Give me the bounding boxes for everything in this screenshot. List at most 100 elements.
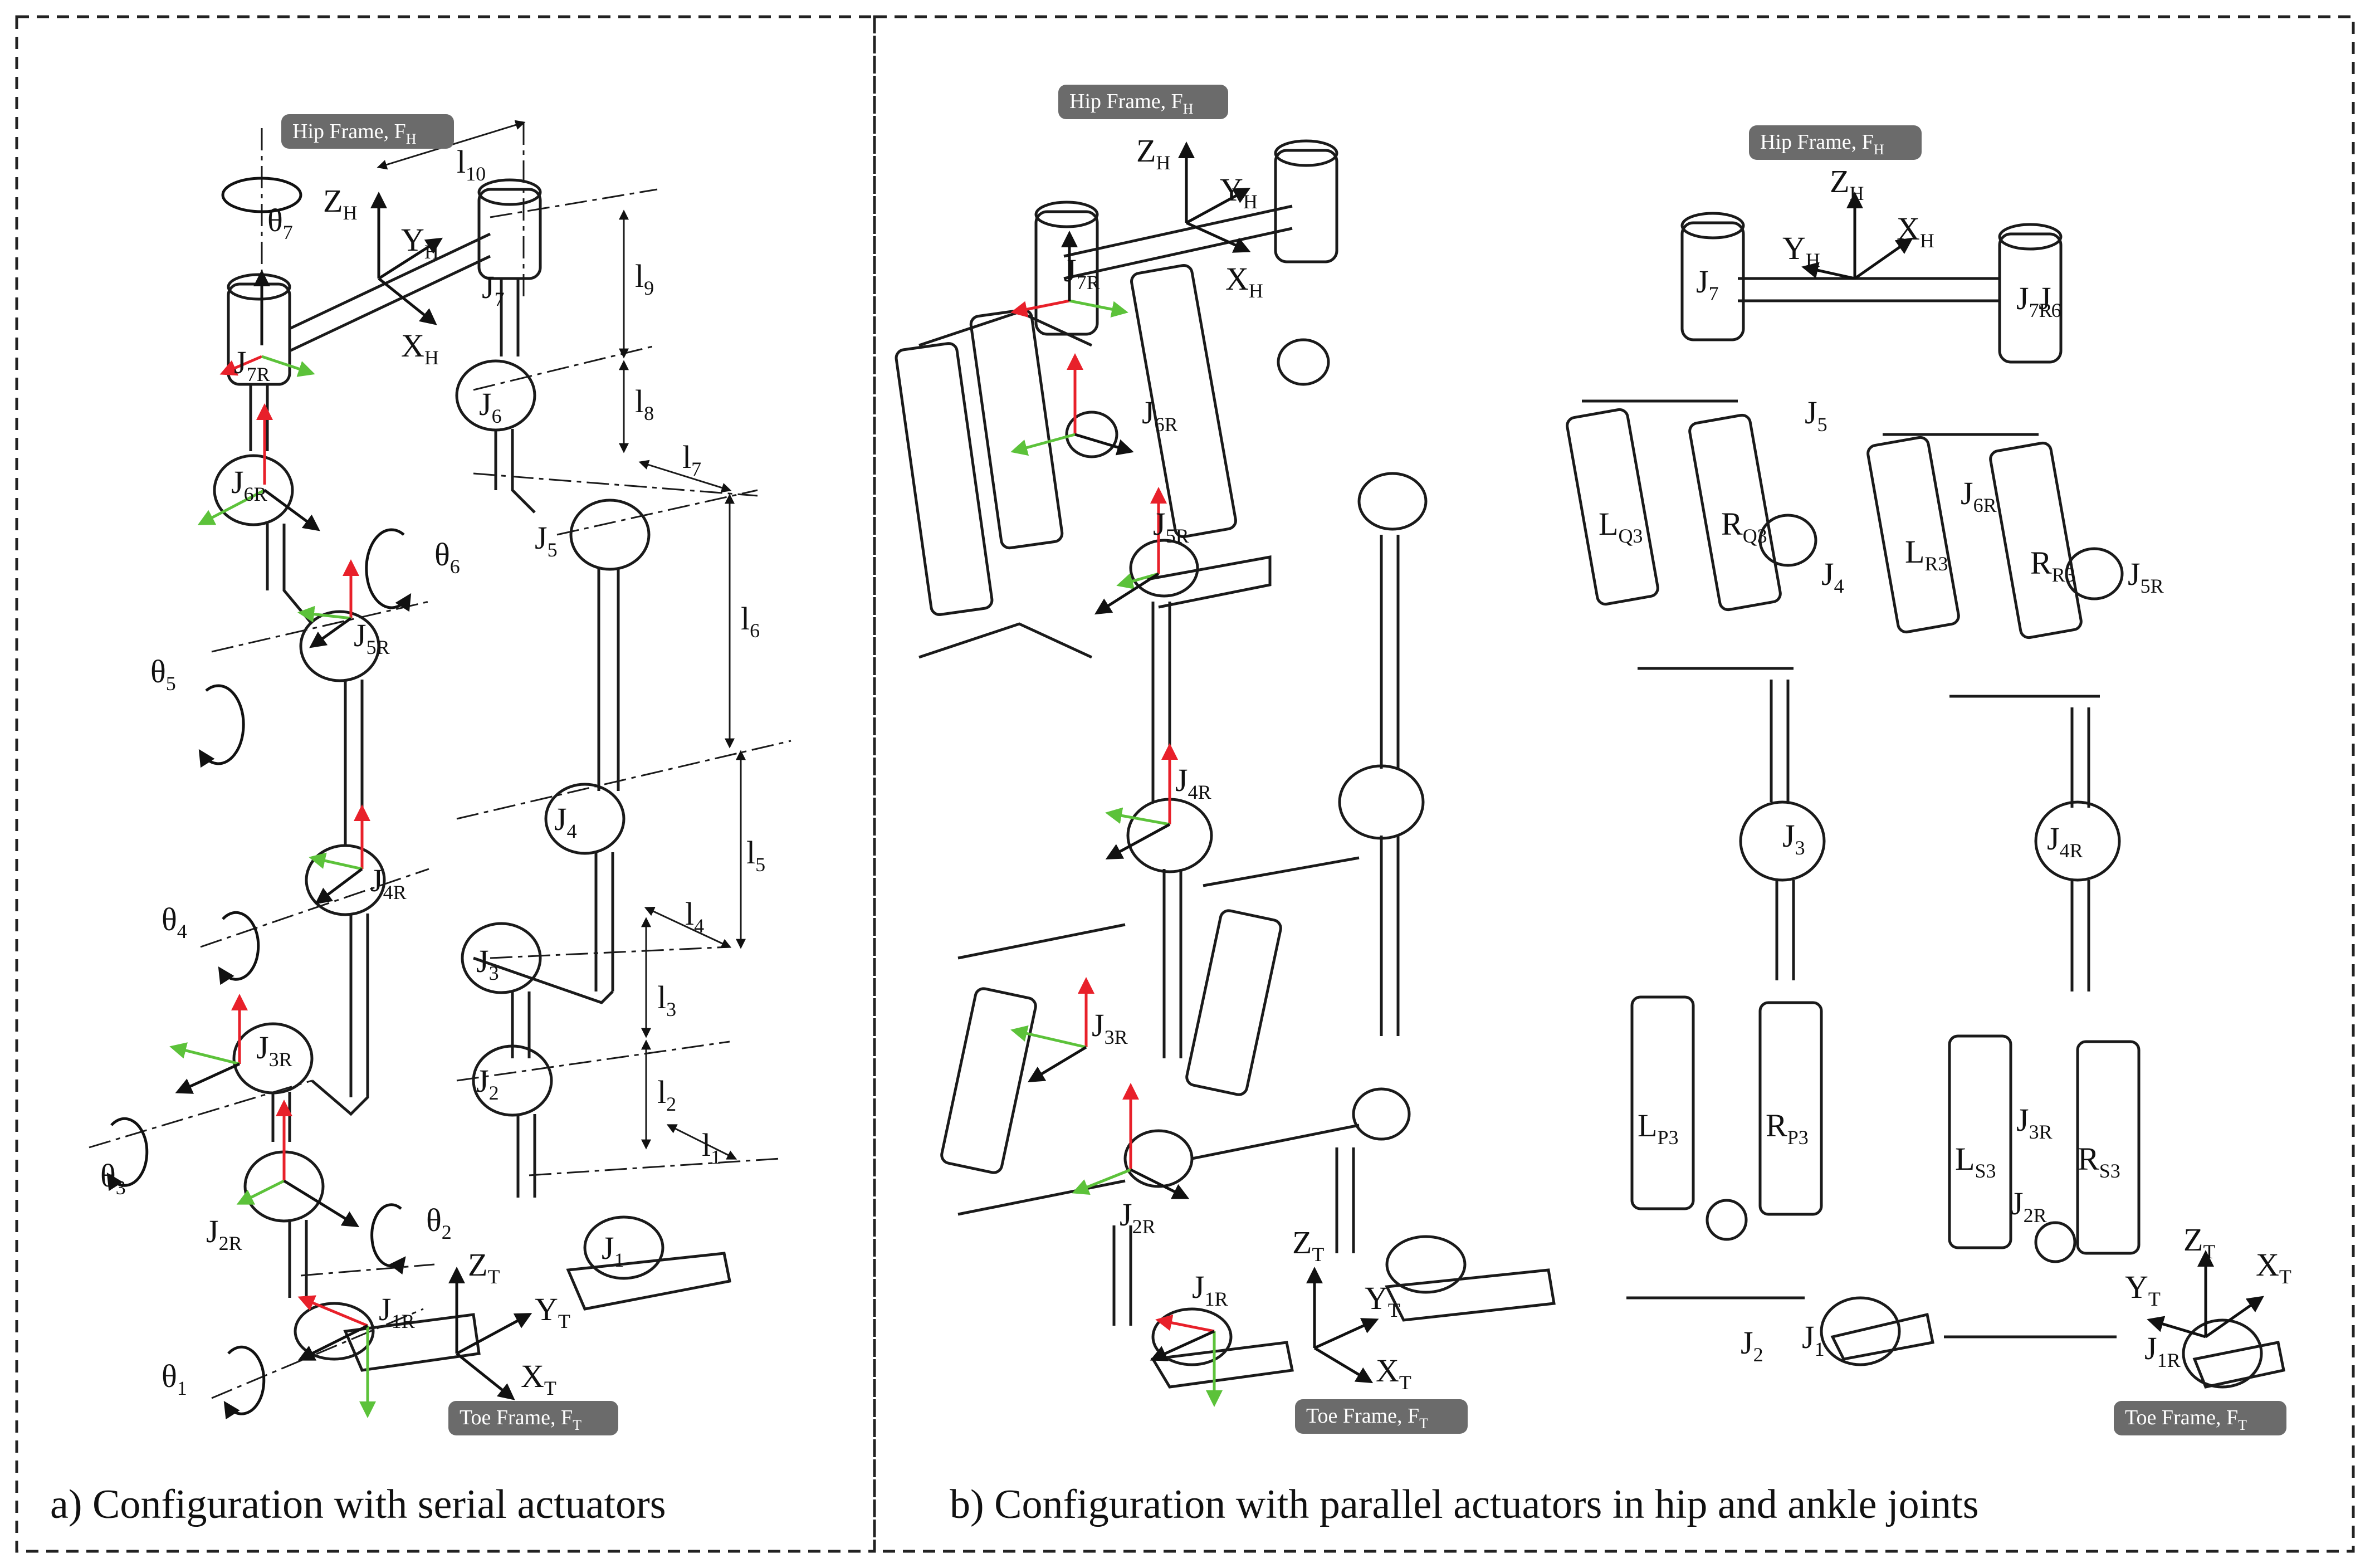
axis-label: ZH [323, 183, 357, 224]
length-label: l10 [457, 144, 486, 185]
joint-label: J6 [479, 386, 502, 427]
angle-label: θ6 [434, 536, 460, 578]
length-label: l8 [635, 383, 654, 424]
panel-b-left-joint-frames [1010, 231, 1223, 1407]
angle-label: θ5 [150, 653, 176, 695]
angle-label: θ4 [162, 901, 187, 942]
joint-label: J4R [2047, 820, 2083, 862]
length-label: l9 [635, 258, 654, 299]
length-label: l3 [657, 979, 676, 1020]
angle-label: θ2 [426, 1202, 452, 1243]
angle-label: θ3 [100, 1157, 126, 1199]
panel-b-left-hip-axes [1178, 141, 1251, 253]
axis-label: YT [1365, 1280, 1400, 1321]
svg-text:Hip Frame, FH: Hip Frame, FH [1069, 90, 1194, 117]
panel-a-toe-badge: Toe Frame, FT [448, 1401, 618, 1435]
joint-label: J7 [482, 269, 505, 310]
actuator-label: RR3 [2030, 545, 2075, 586]
panel-a-hip-badge: Hip Frame, FH [281, 114, 454, 149]
joint-label: J3R [2016, 1102, 2053, 1143]
panel-a-joint-frames [169, 270, 376, 1418]
svg-text:Hip Frame, FH: Hip Frame, FH [292, 120, 417, 147]
panel-b-right-hip-axes [1801, 192, 1913, 280]
svg-text:Toe Frame, FT: Toe Frame, FT [1306, 1404, 1428, 1432]
joint-label: J1 [1802, 1319, 1825, 1360]
joint-label: J2 [476, 1063, 499, 1104]
axis-label: XT [1376, 1352, 1411, 1394]
length-label: l1 [702, 1127, 721, 1168]
axis-label: XH [401, 328, 439, 369]
length-label: l5 [746, 834, 765, 876]
joint-label: J2R [206, 1213, 242, 1254]
axis-label: YT [2125, 1269, 2161, 1310]
axis-label: ZH [1136, 133, 1170, 174]
joint-label: J2R [1120, 1196, 1156, 1238]
panel-a-hip-axes [370, 192, 443, 325]
joint-label: J3R [256, 1029, 292, 1071]
actuator-label: LP3 [1638, 1107, 1678, 1149]
labels-layer: J7J6J5J4J3J2J1J7RJ6RJ5RJ4RJ3RJ2RJ1Rθ7θ6θ… [100, 133, 2291, 1399]
panel-b-border [873, 15, 2355, 1553]
actuator-label: RP3 [1766, 1107, 1809, 1149]
axis-label: XT [2256, 1247, 2291, 1288]
joint-label: J1R [2144, 1330, 2181, 1371]
actuator-label: LR3 [1905, 534, 1948, 575]
joint-label: J4R [1175, 762, 1211, 803]
joint-label: J5 [535, 520, 558, 561]
actuator-label: RQ3 [1721, 506, 1767, 547]
joint-label: J5R [2128, 556, 2164, 597]
joint-label: J7R [234, 344, 270, 385]
axis-label: YH [1220, 172, 1258, 213]
length-label: l6 [741, 600, 760, 642]
panel-b-left-toe-badge: Toe Frame, FT [1295, 1399, 1468, 1434]
panel-b-right-drawing [1566, 212, 2285, 1389]
angle-label: θ1 [162, 1358, 187, 1399]
svg-text:Toe Frame, FT: Toe Frame, FT [2125, 1406, 2247, 1433]
joint-label: J3 [476, 943, 499, 984]
actuator-label: RS3 [2078, 1141, 2120, 1182]
joint-label: J5 [1805, 394, 1827, 436]
panel-b-right-toe-badge: Toe Frame, FT [2114, 1401, 2286, 1435]
joint-label: J6 [2039, 280, 2061, 321]
joint-label: J1R [379, 1291, 415, 1332]
joint-label: J6R [1961, 475, 1997, 516]
actuator-label: LS3 [1955, 1141, 1996, 1182]
panel-b-caption: b) Configuration with parallel actuators… [950, 1482, 1979, 1527]
joint-label: J7R [1064, 252, 1100, 294]
joint-label: J2 [1741, 1325, 1763, 1366]
axis-label: YH [401, 222, 439, 263]
panel-a-toe-axes [448, 1267, 532, 1400]
axis-label: XT [521, 1358, 556, 1399]
actuator-label: LQ3 [1599, 506, 1643, 547]
joint-label: J3 [1782, 818, 1805, 859]
length-label: l4 [685, 896, 704, 937]
axis-label: XH [1225, 261, 1263, 302]
joint-label: J2R [2011, 1185, 2047, 1227]
axis-label: YT [535, 1291, 570, 1332]
joint-label: J3R [1092, 1007, 1128, 1048]
panel-b-right-toe-axes [2147, 1250, 2264, 1339]
length-label: l2 [657, 1074, 676, 1115]
panel-b-left-toe-axes [1306, 1267, 1379, 1384]
joint-label: J1 [602, 1230, 624, 1271]
angle-label: θ7 [267, 202, 293, 243]
svg-text:Hip Frame, FH: Hip Frame, FH [1760, 130, 1884, 158]
axis-label: ZT [2183, 1222, 2215, 1263]
axis-label: ZT [1292, 1224, 1324, 1266]
joint-label: J4 [554, 801, 577, 842]
panel-a-rotation-arrows [106, 177, 412, 1420]
panel-b-left-drawing [895, 139, 1556, 1389]
panel-a-border [15, 15, 876, 1553]
panel-b-left-hip-badge: Hip Frame, FH [1058, 85, 1228, 119]
joint-label: J1R [1192, 1269, 1228, 1310]
joint-label: J7 [1696, 263, 1719, 305]
svg-text:Toe Frame, FT: Toe Frame, FT [460, 1406, 581, 1433]
axis-label: ZT [468, 1247, 500, 1288]
panel-b-right-hip-badge: Hip Frame, FH [1749, 125, 1922, 160]
joint-label: J4R [370, 862, 407, 903]
joint-label: J5R [354, 617, 390, 658]
axis-label: ZH [1830, 163, 1864, 204]
joint-label: J4 [1821, 556, 1844, 597]
